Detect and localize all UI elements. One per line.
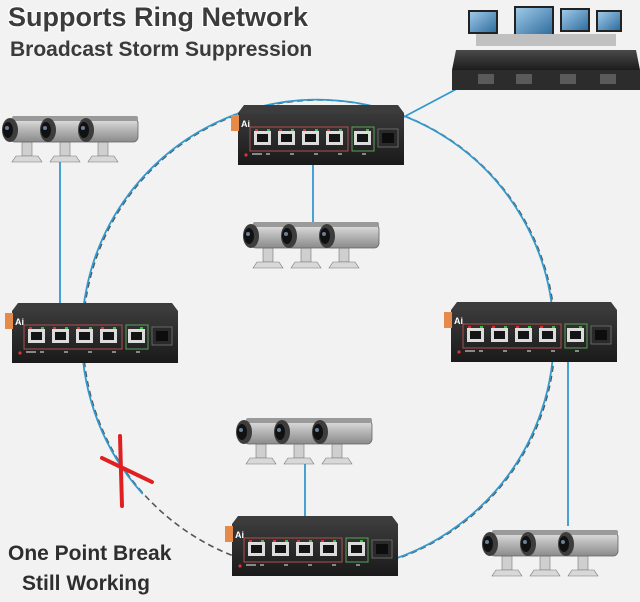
- monitoring-workstation-icon: [452, 6, 640, 90]
- link-break-x-icon: [100, 434, 154, 508]
- ring-primary-path: [80, 98, 555, 573]
- switch-right: [443, 301, 618, 363]
- switch-left: [4, 302, 179, 364]
- break-caption-line1: One Point Break: [8, 542, 172, 565]
- camera-group-center-lower: [235, 417, 373, 465]
- camera-group-center-upper: [242, 221, 380, 269]
- switch-top: [230, 104, 405, 166]
- camera-group-bottom-right: [481, 529, 619, 577]
- switch-bottom: [224, 515, 399, 577]
- diagram-subtitle: Broadcast Storm Suppression: [10, 38, 313, 61]
- spoke-links: [59, 83, 569, 526]
- camera-group-top-left: [1, 115, 139, 163]
- break-caption-line2: Still Working: [22, 572, 150, 595]
- diagram-title: Supports Ring Network: [8, 2, 309, 32]
